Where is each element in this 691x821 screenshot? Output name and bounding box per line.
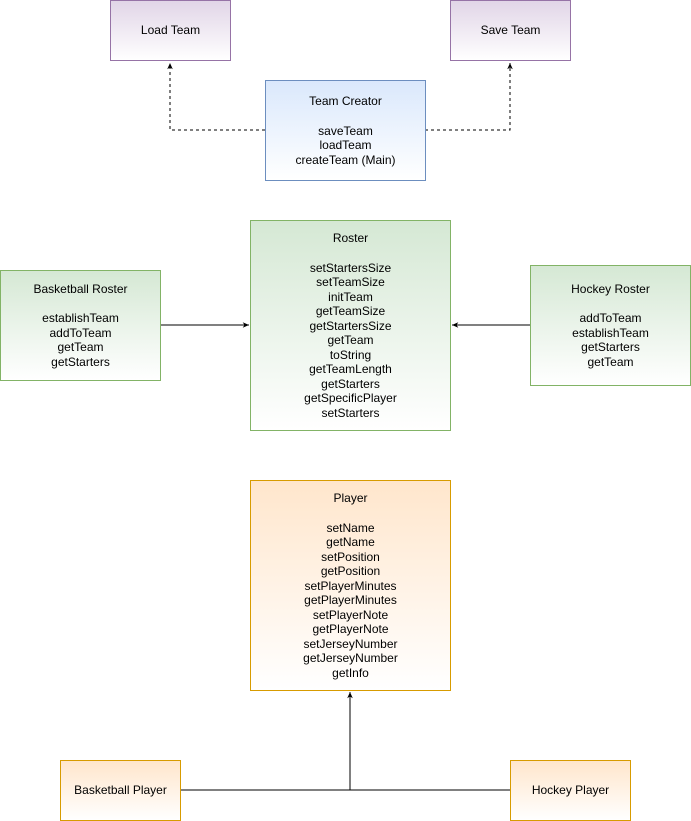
- method-label: getStarters: [51, 354, 110, 369]
- method-label: getPlayerNote: [312, 622, 389, 636]
- method-label: setTeamSize: [316, 275, 385, 289]
- basketball-roster-node[interactable]: Basketball Roster establishTeam addToTea…: [0, 270, 161, 381]
- method-label: setPlayerMinutes: [304, 578, 397, 593]
- method-label: getTeamSize: [315, 304, 386, 318]
- hockey-player-node[interactable]: Hockey Player: [510, 760, 631, 821]
- edge-team-creator-to-load-team: [167, 63, 265, 131]
- team-creator-title: Team Creator: [309, 94, 382, 108]
- method-label: setName: [326, 520, 375, 535]
- method-label: setJerseyNumber: [303, 636, 398, 651]
- load-team-node[interactable]: Load Team: [110, 0, 231, 61]
- hockey-roster-node[interactable]: Hockey Roster addToTeam establishTeam ge…: [530, 265, 691, 386]
- method-label: initTeam: [328, 289, 373, 304]
- method-label: getStartersSize: [309, 318, 392, 333]
- hockey-player-title: Hockey Player: [531, 783, 610, 798]
- method-label: getStarters: [581, 340, 640, 355]
- method-label: setStarters: [321, 405, 380, 420]
- roster-title: Roster: [332, 231, 369, 245]
- player-title: Player: [333, 491, 368, 505]
- basketball-roster-methods: establishTeam addToTeam getTeam getStart…: [42, 311, 119, 369]
- save-team-node[interactable]: Save Team: [450, 0, 571, 61]
- method-label: getTeam: [57, 340, 104, 355]
- method-label: getName: [326, 535, 375, 549]
- method-label: loadTeam: [319, 138, 372, 152]
- method-label: establishTeam: [572, 325, 649, 340]
- hockey-roster-methods: addToTeam establishTeam getStarters getT…: [572, 311, 649, 369]
- team-creator-node[interactable]: Team Creator saveTeam loadTeam createTea…: [265, 80, 426, 181]
- roster-node[interactable]: Roster setStartersSize setTeamSize initT…: [250, 220, 451, 431]
- method-label: saveTeam: [318, 123, 373, 138]
- player-node[interactable]: Player setName getName setPosition getPo…: [250, 480, 451, 691]
- hockey-roster-title: Hockey Roster: [571, 281, 650, 296]
- save-team-title: Save Team: [480, 23, 541, 38]
- method-label: toString: [329, 347, 372, 362]
- method-label: getPosition: [320, 564, 381, 578]
- method-label: setPlayerNote: [312, 607, 389, 622]
- method-label: getInfo: [332, 665, 369, 680]
- method-label: getStarters: [321, 376, 380, 391]
- method-label: getSpecificPlayer: [304, 391, 397, 405]
- method-label: getPlayerMinutes: [304, 593, 397, 607]
- player-methods: setName getName setPosition getPosition …: [303, 521, 398, 681]
- method-label: establishTeam: [42, 311, 119, 326]
- method-label: addToTeam: [49, 325, 112, 340]
- roster-methods: setStartersSize setTeamSize initTeam get…: [304, 261, 397, 421]
- method-label: getTeam: [587, 354, 634, 369]
- method-label: setStartersSize: [309, 260, 392, 275]
- load-team-title: Load Team: [140, 23, 201, 38]
- edge-team-creator-to-save-team: [425, 63, 513, 131]
- basketball-player-title: Basketball Player: [74, 783, 167, 798]
- basketball-roster-title: Basketball Roster: [33, 281, 128, 296]
- method-label: setPosition: [321, 549, 380, 564]
- team-creator-methods: saveTeam loadTeam createTeam (Main): [295, 124, 395, 168]
- method-label: getJerseyNumber: [303, 651, 398, 665]
- method-label: addToTeam: [579, 311, 642, 326]
- method-label: getTeamLength: [309, 362, 392, 376]
- method-label: createTeam (Main): [295, 152, 396, 167]
- method-label: getTeam: [327, 333, 374, 347]
- basketball-player-node[interactable]: Basketball Player: [60, 760, 181, 821]
